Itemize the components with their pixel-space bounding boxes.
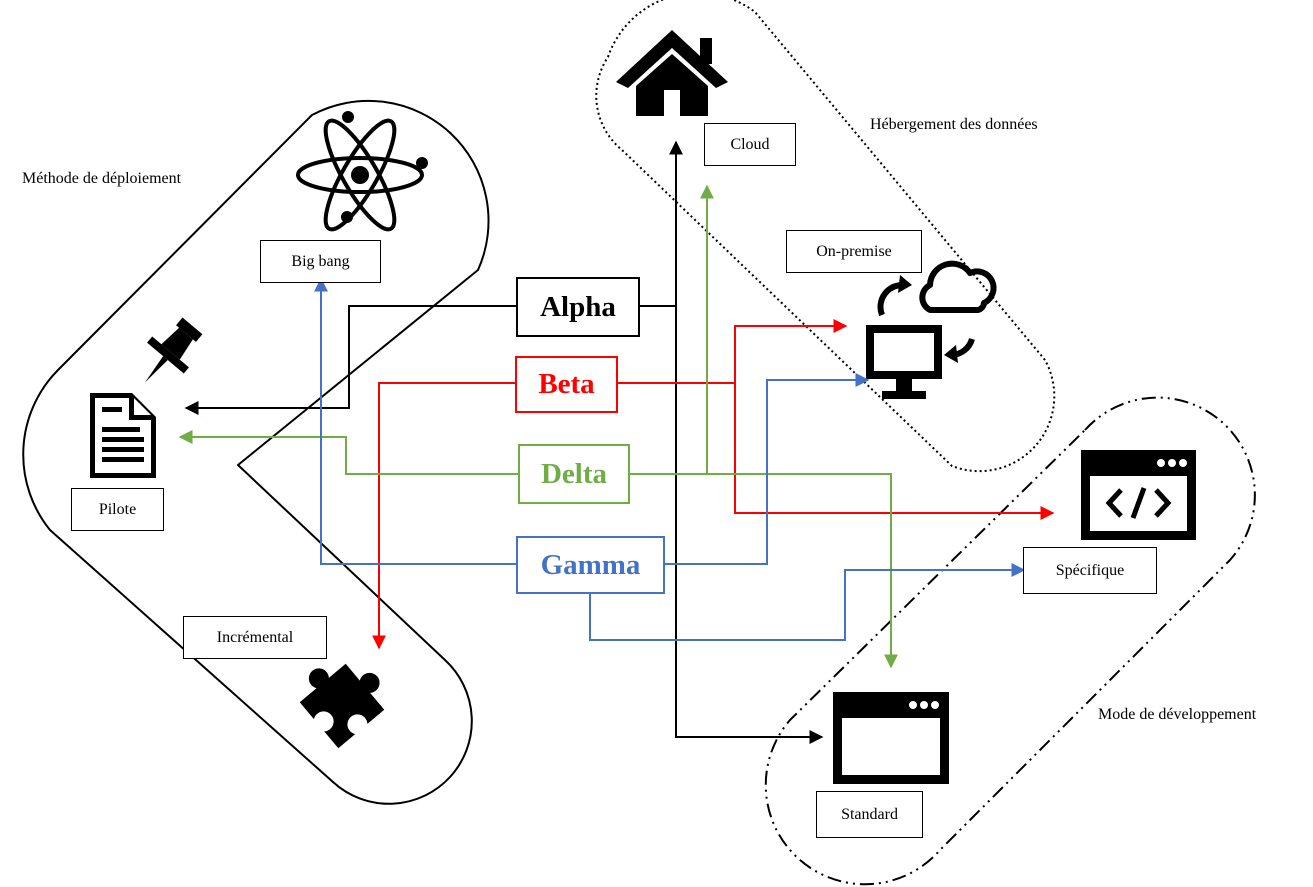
puzzle-piece-icon [299,663,385,749]
delta-to-standard-arrow [707,473,898,669]
beta-scenario-box: Beta [515,356,618,413]
alpha-to-standard-arrow [675,306,824,744]
atom-icon [296,111,428,232]
document-icon [90,393,156,478]
deployment-group-boundary [22,99,490,805]
development-group-label: Mode de développement [1098,706,1257,723]
cloud-sync-computer-icon [866,260,997,399]
alpha-connectors [184,140,824,744]
hosting-group-label: Hébergement des données [870,116,1038,133]
delta-scenario-box: Delta [518,444,630,504]
house-icon [616,30,728,116]
standard-option-box: Standard [816,791,923,838]
browser-window-icon [833,692,949,784]
hosting-group-boundary [595,0,1056,473]
incremental-option-box: Incrémental [183,616,327,659]
pushpin-icon [144,317,203,383]
delta-to-cloud-arrow [630,184,714,475]
beta-to-specifique-arrow [734,383,1055,520]
alpha-to-pilote-arrow [184,305,516,415]
cloud-option-box: Cloud [704,123,796,166]
specifique-option-box: Spécifique [1023,547,1157,594]
development-group-boundary [764,396,1256,886]
beta-to-incremental-arrow [372,382,515,650]
pilote-option-box: Pilote [71,488,164,531]
gamma-to-on-premise-arrow [665,373,870,565]
on-premise-option-box: On-premise [786,230,922,273]
beta-to-on-premise-arrow [618,319,848,384]
gamma-scenario-box: Gamma [516,536,665,594]
big-bang-option-box: Big bang [260,240,381,283]
beta-connectors [372,319,1055,650]
alpha-scenario-box: Alpha [516,277,640,337]
delta-to-pilote-arrow [178,430,518,475]
delta-connectors [178,184,898,669]
gamma-to-specifique-arrow [589,563,1026,641]
gamma-connectors [314,277,1026,641]
alpha-to-cloud-arrow [640,140,683,307]
gamma-to-big-bang-arrow [314,277,516,565]
code-window-icon [1081,450,1196,540]
deployment-group-label: Méthode de déploiement [22,170,182,187]
